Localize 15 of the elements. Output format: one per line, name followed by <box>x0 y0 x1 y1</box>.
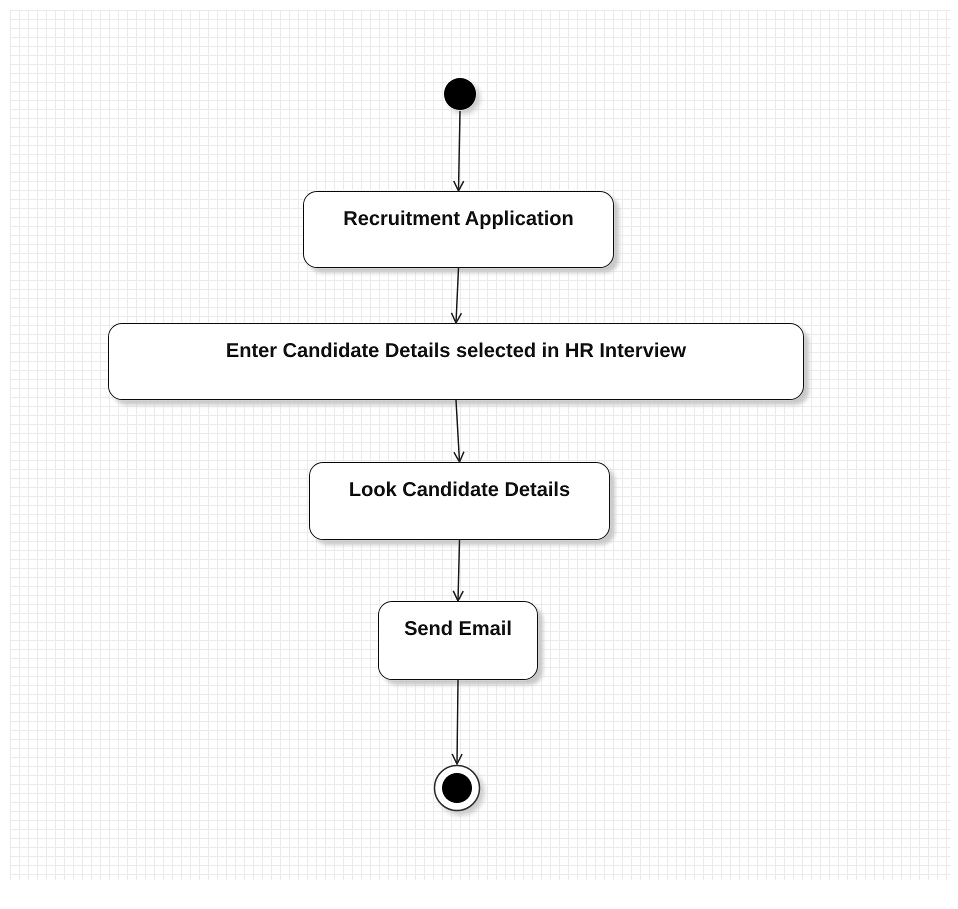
action-label: Enter Candidate Details selected in HR Interview <box>224 339 688 363</box>
arrow <box>453 400 465 463</box>
arrow <box>452 540 464 602</box>
arrow <box>450 268 462 324</box>
action-label: Send Email <box>403 617 513 641</box>
action-box <box>108 323 804 400</box>
action-label: Look Candidate Details <box>348 478 572 502</box>
initial-node <box>443 77 477 111</box>
action-label: Recruitment Application <box>342 207 575 231</box>
arrow <box>452 110 464 192</box>
arrow <box>451 680 463 765</box>
action-box <box>309 462 610 540</box>
action-box <box>378 601 538 680</box>
final-node <box>433 764 481 812</box>
action-box <box>303 191 614 268</box>
